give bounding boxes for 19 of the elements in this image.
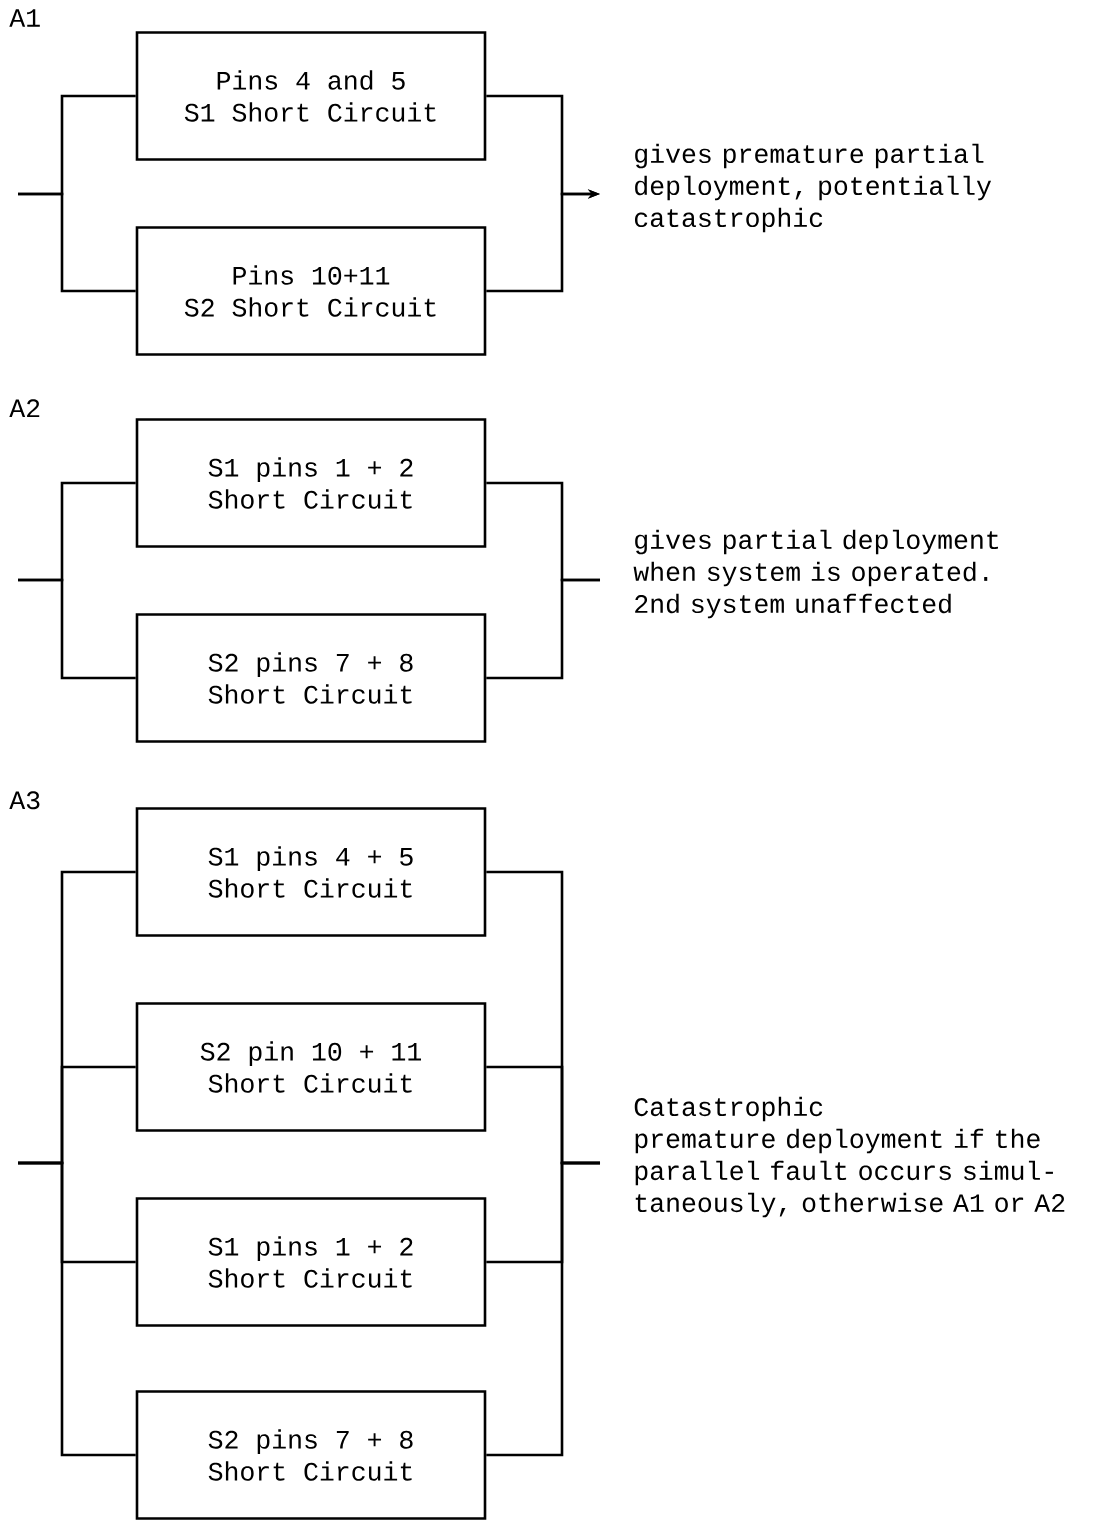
fault-box: Pins 4 and 5 S1 Short Circuit: [135, 31, 487, 161]
section-label: A1: [9, 9, 40, 27]
section-label: A2: [9, 399, 40, 418]
connector-line: [18, 578, 136, 680]
outcome-text: gives partial deployment when system is operated. 2nd system unaffected: [633, 529, 998, 619]
fault-box: S1 pins 1 + 2 Short Circuit: [135, 418, 487, 548]
outcome-text: gives premature partial deployment, potentially catastrophic: [635, 143, 992, 233]
connector-line: [486, 1161, 600, 1457]
fault-box: Pins 10+11 S2 Short Circuit: [135, 226, 487, 356]
connector-line: [18, 1161, 136, 1457]
connector-line: [18, 192, 136, 293]
fault-box: S2 pins 7 + 8 Short Circuit: [135, 613, 487, 743]
outcome-text: Catastrophic premature deployment if the parallel fault occurs simul-taneously, otherwise A1 or A2: [634, 1096, 1065, 1218]
connector-line: [486, 578, 600, 680]
fault-box: S1 pins 4 + 5 Short Circuit: [135, 807, 487, 937]
fault-box: S2 pin 10 + 11 Short Circuit: [135, 1002, 487, 1132]
fault-box: S1 pins 1 + 2 Short Circuit: [135, 1197, 487, 1327]
section-label: A3: [9, 791, 40, 810]
fault-box: S2 pins 7 + 8 Short Circuit: [135, 1390, 487, 1520]
